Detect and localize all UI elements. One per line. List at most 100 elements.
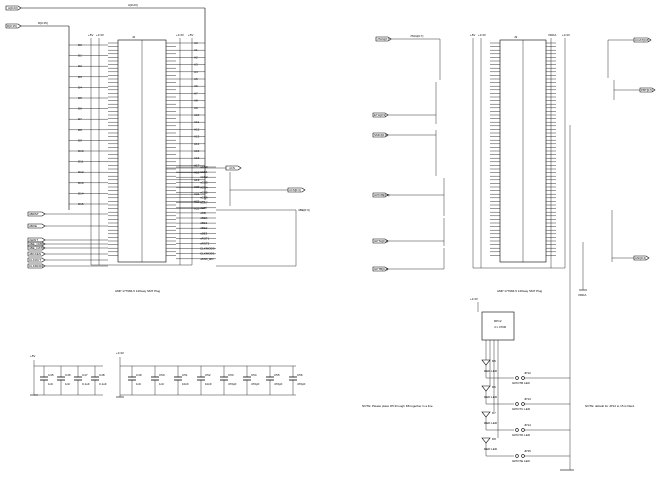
net-port-pbt[interactable]: PBT[0:5] — [639, 87, 656, 93]
note-left: NOTE: Please place D5 through D8 togethe… — [362, 404, 434, 408]
led-label: RED LED — [484, 447, 498, 451]
control-port-label: nBE_CMDI — [29, 242, 44, 246]
j2-right-signal-labels: nCS0nCS1nCS2nCS3nCS4nCS5nCS6nCS7nWRnRDnB… — [176, 165, 216, 261]
jumper-pin — [521, 428, 525, 432]
caps-33v-rail-label: +3.3V — [116, 351, 124, 355]
control-port[interactable] — [27, 245, 46, 251]
j3-left-ports: JTAG[0:7] JTAG[0:7] ETH[0:9] SMIO[0:9] G… — [372, 34, 445, 272]
cap-ref: C55 — [274, 373, 280, 377]
control-port[interactable] — [27, 223, 46, 229]
cap-value: 10nF — [182, 382, 189, 386]
net-gptb-label: GPTB[0:4] — [374, 267, 388, 271]
right-net-ports: nCS nCS[0:3] nBE[0:3] — [166, 165, 310, 267]
net-ani-label: ANI[0:4] — [635, 256, 646, 260]
cap-ref: C45 — [48, 373, 54, 377]
jumper-pin — [521, 376, 525, 380]
control-port[interactable] — [27, 257, 46, 263]
control-port[interactable] — [27, 263, 46, 269]
net-ncs-label: nCS — [229, 166, 235, 170]
cap-value: 1nF — [48, 382, 53, 386]
led-ref: D7 — [492, 411, 496, 415]
cap-ref: C54 — [251, 373, 257, 377]
jumper-ref: JP14 — [524, 423, 531, 427]
caps-5v-rail-label: +5V — [30, 354, 35, 358]
jumper-ref: JP15 — [524, 449, 531, 453]
connector-j2: J2 AMP 177984-5 120way SMT Plug — [108, 35, 176, 293]
net-port-gpta[interactable]: GPTA[0:4] — [372, 238, 389, 244]
note-right: NOTE: default for JP12 to 15 is fitted. — [585, 404, 635, 408]
cap-value: 1nF — [159, 382, 164, 386]
right-power-symbols: +5V +3.3V VDDA +3.3V — [470, 33, 570, 269]
cap-value: 470pF — [297, 382, 306, 386]
control-port-label: nBE_DAT0 — [29, 246, 44, 250]
cap-ref: C47 — [82, 373, 88, 377]
cap-ref: C48 — [99, 373, 105, 377]
jumper-label: GPIO7E LED — [512, 459, 531, 463]
control-port-label: nWAIT — [29, 238, 38, 242]
left-power-symbols: +5V +3.3V +3.3V +5V — [88, 33, 193, 266]
net-port-ani[interactable]: ANI[0:4] — [633, 255, 650, 261]
cap-ref: C53 — [228, 373, 234, 377]
led-label: RED LED — [484, 395, 498, 399]
jumper-label: GPIO7C LED — [512, 407, 531, 411]
cap-value: 1nF — [65, 382, 70, 386]
net-a-label: A[0:23] — [8, 6, 18, 10]
led-symbol — [481, 359, 491, 366]
net-port-ncs-bus[interactable]: nCS[0:3] — [287, 187, 306, 193]
net-port-smio[interactable]: SMIO[0:9] — [372, 132, 389, 138]
jumper-pin — [521, 454, 525, 458]
control-port-label: nBOE — [29, 224, 37, 228]
net-a-bus-label: A[0:23] — [128, 3, 138, 7]
cap-ref: C52 — [205, 373, 211, 377]
net-ncs-bus-label: nCS[0:3] — [289, 188, 301, 192]
control-port[interactable] — [27, 211, 46, 217]
connector-j3-pins — [490, 42, 556, 256]
led-label: RED LED — [484, 421, 498, 425]
net-smio-label: SMIO[0:9] — [374, 133, 388, 137]
control-port[interactable] — [27, 251, 46, 257]
net-port-eth[interactable]: ETH[0:9] — [372, 112, 389, 118]
control-port-label: nBCKEN — [29, 252, 41, 256]
jumper-pin — [515, 428, 519, 432]
vdda-ground-label: VDDA — [578, 293, 586, 297]
power-5v-label: +5V — [88, 33, 93, 37]
net-port-gptb[interactable]: GPTB[0:4] — [372, 266, 389, 272]
net-port-coat[interactable]: COAT[0:8] — [633, 37, 652, 43]
cap-value: 470pF — [274, 382, 283, 386]
net-pbt-label: PBT[0:5] — [641, 88, 653, 92]
net-nbe-bus-label: nBE[0:3] — [298, 208, 310, 212]
power-5v-label-2: +5V — [188, 33, 193, 37]
jumper-pin — [515, 454, 519, 458]
cap-value: 470pF — [251, 382, 260, 386]
net-coat-label: COAT[0:8] — [635, 38, 649, 42]
connector-j2-pins — [108, 42, 176, 256]
net-gpiob-label: GPIOB[0:8] — [374, 193, 390, 197]
net-gpta-label: GPTA[0:4] — [374, 239, 388, 243]
power-vdda-right: VDDA — [548, 33, 556, 37]
control-port[interactable] — [27, 237, 46, 243]
net-port-gpiob[interactable]: GPIOB[0:8] — [372, 192, 390, 198]
net-jtag-label: JTAG[0:7] — [377, 37, 390, 41]
net-port-ncs[interactable]: nCS — [225, 165, 242, 171]
jumper-ref: JP13 — [524, 397, 531, 401]
net-port-jtag[interactable]: JTAG[0:7] — [375, 36, 392, 42]
control-port[interactable] — [27, 241, 46, 247]
jumper-label: GPIO7D LED — [512, 433, 531, 437]
jumper-pin — [521, 402, 525, 406]
net-port-a[interactable]: A[0:23] — [5, 5, 22, 11]
net-port-d[interactable]: D[0:15] — [5, 23, 22, 29]
net-jtag-bus-label: JTAG[0:7] — [410, 34, 423, 38]
led-symbol — [481, 437, 491, 444]
jumper-ref: JP12 — [524, 371, 531, 375]
power-33v-label: +3.3V — [96, 33, 104, 37]
led-supply-label: +3.3V — [470, 297, 478, 301]
left-addr-labels: A0A1A2A3A4A5A6A7A8A9A10A11A12A13A14A15A1… — [176, 41, 205, 211]
connector-j3-ref: J3 — [514, 35, 518, 39]
left-connector-section: A[0:23] A[0:23] D[0:15] D[0:15] +5V +3.3… — [5, 3, 310, 293]
cap-ref: C50 — [159, 373, 165, 377]
